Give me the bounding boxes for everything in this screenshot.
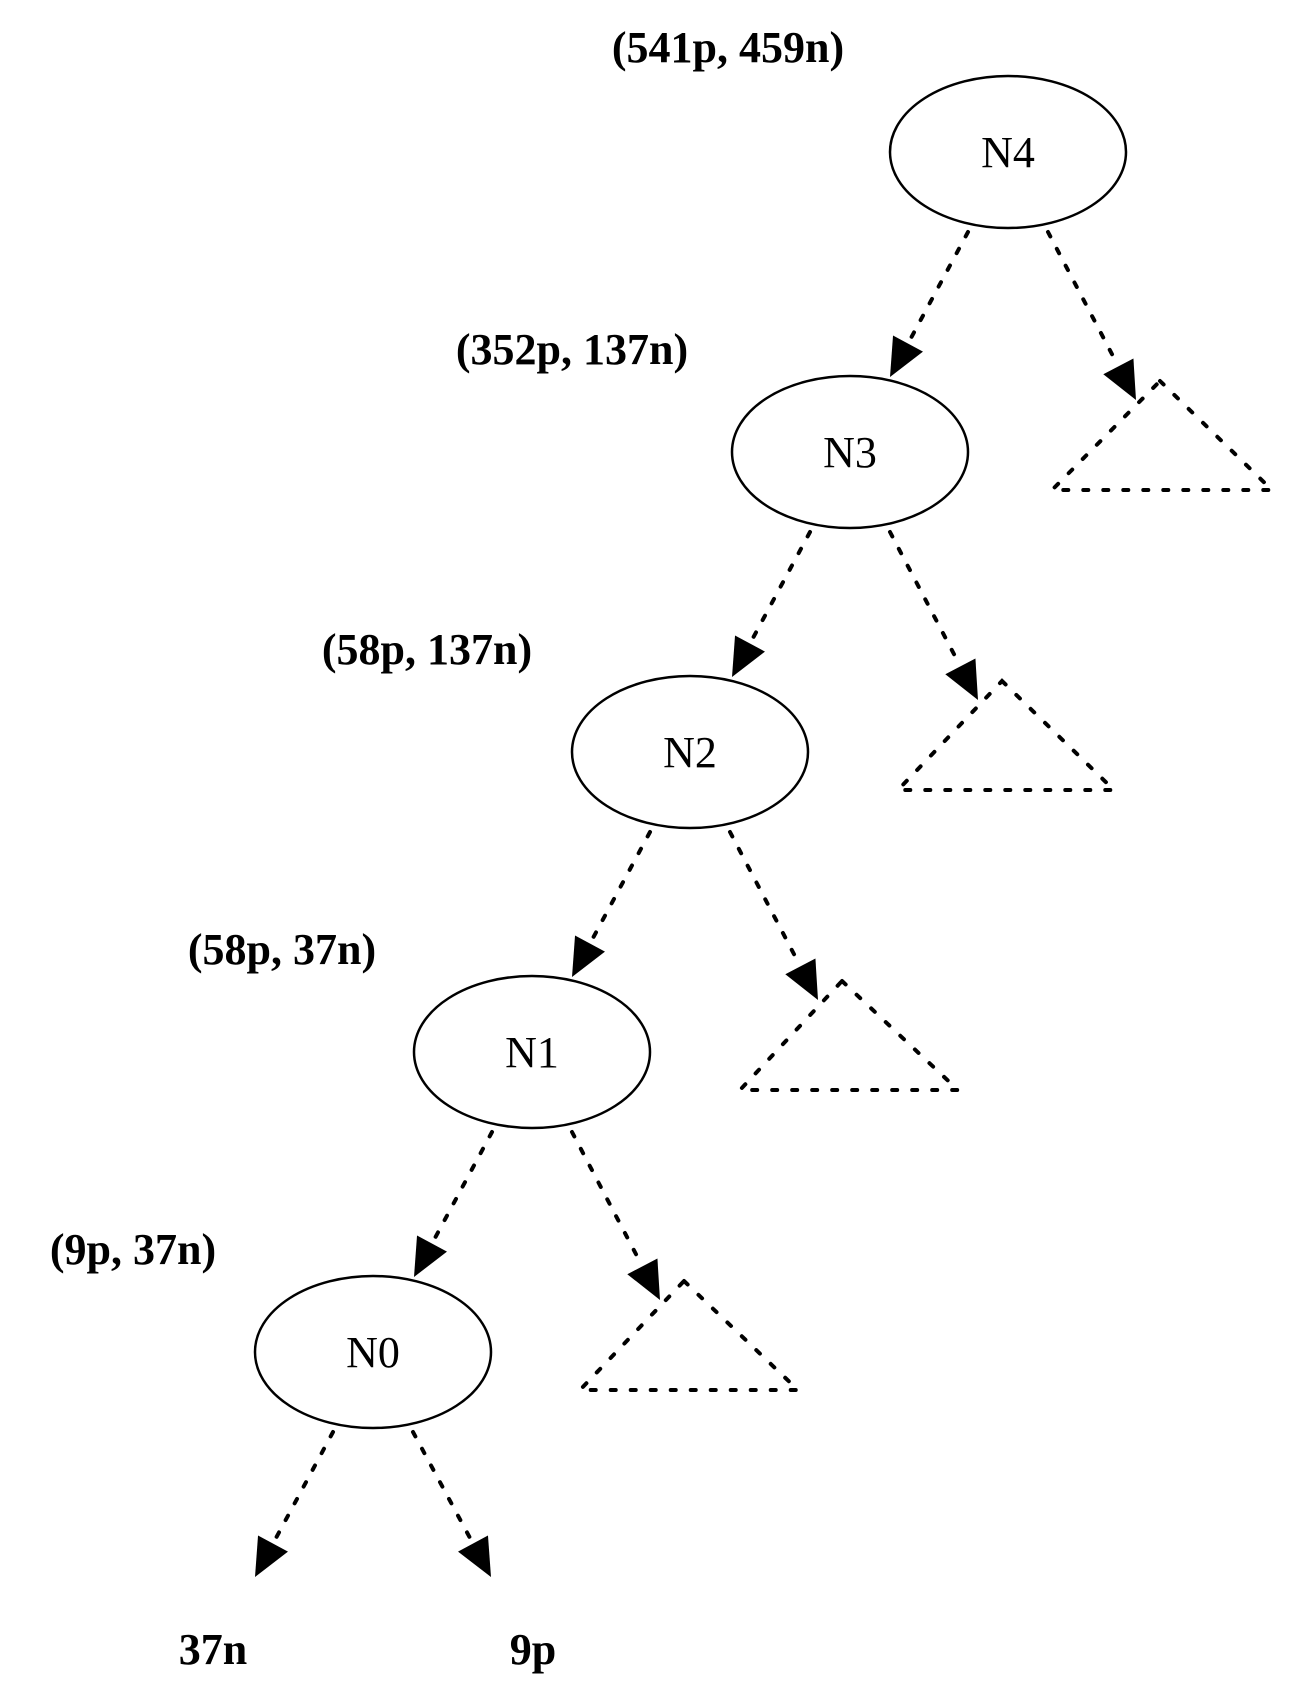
node-n0-counts: (9p, 37n) <box>50 1225 216 1274</box>
node-n4-counts: (541p, 459n) <box>612 23 844 72</box>
node-n4: (541p, 459n) N4 <box>612 23 1128 230</box>
edge-n1-n0 <box>414 1130 494 1277</box>
edge-n0-leaf-right-line <box>411 1430 475 1546</box>
edge-n3-subtree-arrowhead <box>945 658 978 700</box>
edge-n0-leaf-left-arrowhead <box>255 1535 288 1577</box>
node-n4-ellipse <box>888 74 1128 230</box>
edge-n0-leaf-right <box>411 1430 491 1577</box>
edge-n2-n1-arrowhead <box>572 935 605 977</box>
edge-n3-n2-arrowhead <box>732 635 765 677</box>
edge-n2-n1 <box>572 830 652 977</box>
edge-n3-n2 <box>732 530 812 677</box>
edge-n3-subtree <box>888 530 978 700</box>
collapsed-subtrees <box>575 378 1277 1392</box>
edges <box>255 230 1136 1577</box>
edge-n3-subtree-line <box>888 530 963 669</box>
edge-n0-leaf-left <box>255 1430 335 1577</box>
node-n2-label: N2 <box>663 728 717 777</box>
edge-n1-subtree-line <box>570 1130 645 1269</box>
node-n0-label: N0 <box>346 1328 400 1377</box>
node-n2: (58p, 137n) N2 <box>322 625 810 830</box>
subtree-n1 <box>575 1278 803 1392</box>
edge-n2-n1-line <box>588 830 652 946</box>
edge-n4-subtree <box>1046 230 1136 400</box>
leaf-left-label: 37n <box>179 1625 247 1674</box>
subtree-n4 <box>1047 378 1277 492</box>
node-n1-counts: (58p, 37n) <box>188 925 376 974</box>
node-n1-label: N1 <box>505 1028 559 1077</box>
edge-n1-subtree <box>570 1130 660 1300</box>
edge-n4-subtree-line <box>1046 230 1121 369</box>
node-n0-ellipse <box>253 1274 493 1430</box>
edge-n2-subtree <box>728 830 818 1000</box>
edge-n1-n0-arrowhead <box>414 1235 447 1277</box>
node-n2-counts: (58p, 137n) <box>322 625 532 674</box>
node-n1: (58p, 37n) N1 <box>188 925 652 1130</box>
leaf-right-label: 9p <box>510 1625 556 1674</box>
subtree-n2 <box>735 978 964 1092</box>
node-n3-ellipse <box>730 374 970 530</box>
node-n1-ellipse <box>412 974 652 1130</box>
edge-n1-subtree-arrowhead <box>627 1258 660 1300</box>
subtree-n3 <box>893 678 1119 792</box>
edge-n2-subtree-arrowhead <box>785 958 818 1000</box>
edge-n3-n2-line <box>748 530 812 646</box>
edge-n1-n0-line <box>430 1130 494 1246</box>
edge-n4-subtree-arrowhead <box>1103 358 1136 400</box>
edge-n0-leaf-left-line <box>271 1430 335 1546</box>
node-n0: (9p, 37n) N0 <box>50 1225 493 1430</box>
edge-n4-n3-line <box>906 230 970 346</box>
edge-n4-n3-arrowhead <box>890 335 923 377</box>
node-n3: (352p, 137n) N3 <box>456 325 970 530</box>
node-n4-label: N4 <box>981 128 1035 177</box>
node-n2-ellipse <box>570 674 810 830</box>
edge-n0-leaf-right-arrowhead <box>458 1535 491 1577</box>
node-n3-label: N3 <box>823 428 877 477</box>
node-n3-counts: (352p, 137n) <box>456 325 688 374</box>
edge-n4-n3 <box>890 230 970 377</box>
edge-n2-subtree-line <box>728 830 803 969</box>
